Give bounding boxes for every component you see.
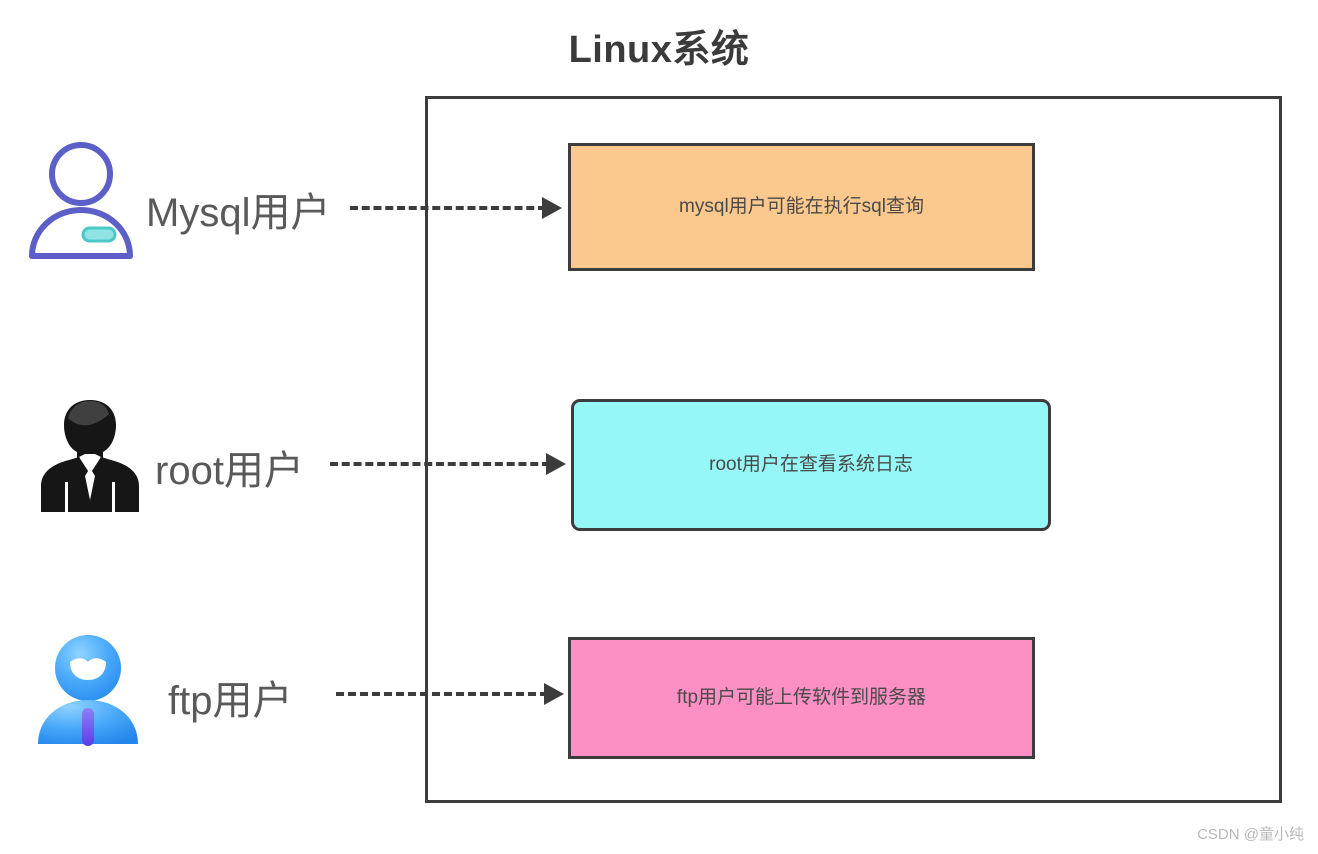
dashed-arrow-right-icon: [330, 453, 574, 475]
dashed-arrow-right-icon: [336, 683, 572, 705]
arrow-head: [542, 197, 562, 219]
blue-user-avatar-icon: [32, 624, 144, 752]
user-label-mysql: Mysql用户: [146, 191, 331, 235]
process-box-root: root用户在查看系统日志: [571, 399, 1051, 531]
linux-system-boundary: [425, 96, 1282, 803]
arrow-line: [350, 206, 546, 210]
dashed-arrow-right-icon: [350, 197, 570, 219]
process-box-mysql: mysql用户可能在执行sql查询: [568, 143, 1035, 271]
process-box-ftp: ftp用户可能上传软件到服务器: [568, 637, 1035, 759]
user-label-root: root用户: [155, 449, 304, 493]
arrow-line: [336, 692, 548, 696]
businessman-silhouette-avatar-icon: [35, 396, 145, 516]
user-outline-avatar-icon: [26, 138, 136, 263]
process-box-label: mysql用户可能在执行sql查询: [679, 195, 924, 217]
watermark: CSDN @童小纯: [1197, 826, 1304, 843]
process-box-label: ftp用户可能上传软件到服务器: [676, 686, 927, 708]
user-label-ftp: ftp用户: [168, 679, 293, 723]
arrow-head: [546, 453, 566, 475]
arrow-head: [544, 683, 564, 705]
process-box-label: root用户在查看系统日志: [709, 453, 913, 475]
arrow-line: [330, 462, 550, 466]
page-title: Linux系统: [568, 29, 750, 71]
